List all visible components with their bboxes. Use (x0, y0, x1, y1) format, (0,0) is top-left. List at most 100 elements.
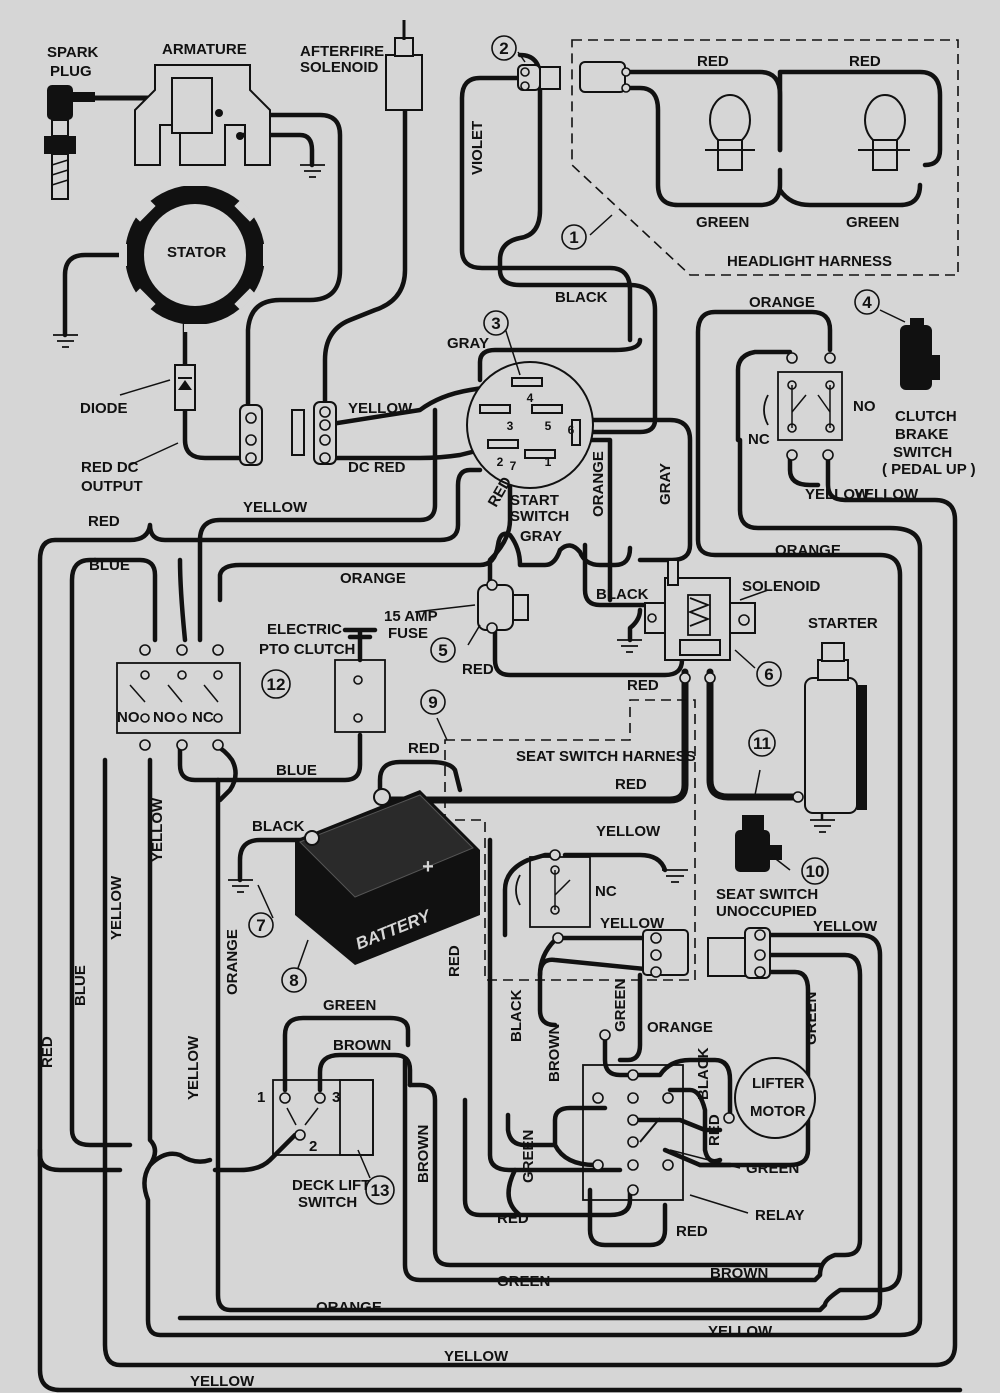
wire-label: YELLOW (805, 486, 870, 503)
wire-label-vertical: RED (446, 945, 463, 977)
wire-label: GREEN (846, 214, 899, 231)
wire-label-vertical: GREEN (612, 979, 629, 1032)
label-output: OUTPUT (81, 478, 143, 495)
wire-label: RED (676, 1223, 708, 1240)
wire-label: GRAY (520, 528, 562, 545)
wire-label-vertical: ORANGE (224, 929, 241, 995)
wires (37, 52, 963, 1393)
callout-9: 9 (428, 693, 437, 712)
label-seat-switch: SEAT SWITCH (716, 886, 818, 903)
label-unoccupied: UNOCCUPIED (716, 903, 817, 920)
headlight-bulb-1 (705, 94, 755, 171)
label-armature: ARMATURE (162, 41, 247, 58)
label-motor: MOTOR (750, 1103, 806, 1120)
callout-11: 11 (753, 734, 771, 753)
label-electric: ELECTRIC (267, 621, 342, 638)
label-pto-nc: NC (192, 709, 214, 726)
callout-12: 12 (267, 675, 286, 694)
label-headlight-harness: HEADLIGHT HARNESS (727, 253, 892, 270)
wire-label: BLACK (252, 818, 305, 835)
headlight-connector (517, 61, 631, 93)
label-switch: SWITCH (510, 508, 569, 525)
label-lifter: LIFTER (752, 1075, 805, 1092)
wire-label-vertical: VIOLET (469, 121, 486, 175)
wire-label-vertical: RED (39, 1036, 56, 1068)
label-stator: STATOR (167, 244, 226, 261)
label-switch-cb: SWITCH (893, 444, 952, 461)
wire-label: RED (697, 53, 729, 70)
callout-6: 6 (764, 665, 773, 684)
pin-6: 6 (568, 423, 575, 437)
label-solenoid: SOLENOID (742, 578, 821, 595)
diode (174, 364, 196, 411)
wire-label-vertical: BLACK (508, 989, 525, 1042)
label-switch-dl: SWITCH (298, 1194, 357, 1211)
starter-motor (792, 642, 867, 814)
label-pto-clutch: PTO CLUTCH (259, 641, 355, 658)
label-deck-pin-1: 1 (257, 1089, 265, 1106)
wire-label: YELLOW (596, 823, 661, 840)
wire-label-vertical: BLACK (695, 1047, 712, 1100)
pin-2: 2 (497, 455, 504, 469)
label-pedal-up: ( PEDAL UP ) (882, 461, 976, 478)
callout-8: 8 (289, 971, 298, 990)
clutch-brake-switch (763, 352, 843, 461)
callout-10: 10 (806, 862, 825, 881)
battery: BATTERY + (295, 788, 480, 965)
wire-label: RED (627, 677, 659, 694)
wire-label: RED (497, 1210, 529, 1227)
pin-1: 1 (545, 455, 552, 469)
label-clutch: CLUTCH (895, 408, 957, 425)
label-pto-no-2: NO (153, 709, 176, 726)
wire-label-vertical: GREEN (520, 1130, 537, 1183)
label-solenoid-af: SOLENOID (300, 59, 379, 76)
stator-connector (239, 401, 337, 466)
wire-label: YELLOW (243, 499, 308, 516)
wire-label: ORANGE (316, 1299, 382, 1316)
wire-labels: RED RED GREEN GREEN BLACK ORANGE GRAY YE… (39, 53, 919, 1390)
callout-1: 1 (569, 228, 578, 247)
wire-label: YELLOW (348, 400, 413, 417)
wire-label: ORANGE (749, 294, 815, 311)
wire-label: GREEN (323, 997, 376, 1014)
wire-label: BLACK (596, 586, 649, 603)
relay (582, 1029, 684, 1201)
label-pto-no-1: NO (117, 709, 140, 726)
wire-label: GRAY (447, 335, 489, 352)
label-plug: PLUG (50, 63, 92, 80)
component-labels: SPARK PLUG ARMATURE AFTERFIRE SOLENOID S… (47, 41, 976, 1224)
wire-label-vertical: YELLOW (149, 797, 166, 862)
lifter-motor (723, 1057, 816, 1139)
pin-3: 3 (507, 419, 514, 433)
wire-label: YELLOW (813, 918, 878, 935)
wire-label: DC RED (348, 459, 406, 476)
callout-7: 7 (256, 916, 265, 935)
wire-label: BLUE (89, 557, 130, 574)
callout-3: 3 (491, 314, 500, 333)
stator (119, 178, 271, 332)
wire-label: ORANGE (647, 1019, 713, 1036)
afterfire-solenoid (385, 20, 423, 111)
label-cb-nc: NC (748, 431, 770, 448)
label-seat-switch-harness: SEAT SWITCH HARNESS (516, 748, 696, 765)
wire-label: YELLOW (854, 486, 919, 503)
label-fuse: FUSE (388, 625, 428, 642)
wire-label: GREEN (696, 214, 749, 231)
pin-5: 5 (545, 419, 552, 433)
label-start: START (510, 492, 559, 509)
seat-switch-device (735, 815, 782, 872)
solenoid (644, 559, 756, 684)
label-seat-nc: NC (595, 883, 617, 900)
wire-label: RED (88, 513, 120, 530)
wire-label: RED (408, 740, 440, 757)
wire-label-vertical: BLUE (72, 965, 89, 1006)
callouts: 1 2 3 4 5 6 7 8 9 10 11 12 13 (248, 35, 880, 1205)
wire-label: BROWN (710, 1265, 768, 1282)
pto-switch (116, 644, 241, 751)
callout-4: 4 (862, 293, 872, 312)
wire-label-vertical: GRAY (657, 463, 674, 505)
wire-label: BROWN (333, 1037, 391, 1054)
wire-label-vertical: GREEN (803, 992, 820, 1045)
label-deck-pin-3: 3 (332, 1089, 340, 1106)
